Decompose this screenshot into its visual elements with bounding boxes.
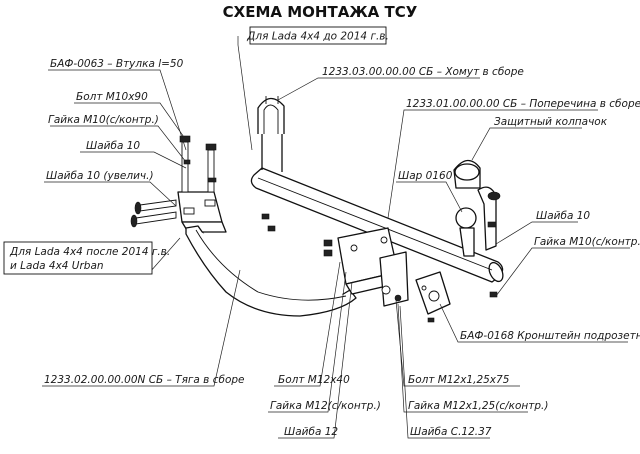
ball-part — [453, 159, 481, 257]
crossbar-part — [250, 167, 504, 283]
note-top-text: Для Lada 4x4 до 2014 г.в. — [246, 31, 389, 43]
label-nut-m10-right: Гайка М10(с/контр.) — [534, 236, 640, 248]
note-top-box: Для Lada 4x4 до 2014 г.в. — [246, 26, 389, 45]
label-rod: 1233.02.00.00.00N СБ – Тяга в сборе — [44, 374, 245, 386]
label-bolt-m10x90: Болт М10х90 — [76, 91, 148, 103]
towbar-drawing — [130, 96, 504, 323]
diagram-title: СХЕМА МОНТАЖА ТСУ — [223, 3, 418, 21]
leader-lines — [42, 36, 630, 439]
part-labels: БАФ-0063 – Втулка l=50 Болт М10х90 Гайка… — [44, 58, 640, 438]
label-washer10-left: Шайба 10 — [86, 140, 140, 152]
label-washer10-right: Шайба 10 — [536, 210, 590, 222]
left-bracket-part — [177, 191, 227, 233]
label-nut-m10-left: Гайка М10(с/контр.) — [48, 114, 159, 126]
label-bolt-m12x125: Болт М12х1,25х75 — [408, 374, 510, 386]
label-washer10-big: Шайба 10 (увелич.) — [46, 170, 154, 182]
note-left-text-1: Для Lada 4x4 после 2014 г.в. — [9, 246, 170, 258]
clamp-part — [257, 96, 285, 172]
label-baf0168: БАФ-0168 Кронштейн подрозетника — [460, 330, 640, 342]
hardware-pieces — [261, 213, 498, 323]
left-horizontal-bolts — [130, 199, 177, 228]
note-left-box: Для Lada 4x4 после 2014 г.в. и Lada 4x4 … — [3, 241, 170, 275]
label-crossbar: 1233.01.00.00.00 СБ – Поперечина в сборе — [406, 98, 640, 110]
label-nut-m12: Гайка М12(с/контр.) — [270, 400, 381, 412]
label-clamp: 1233.03.00.00.00 СБ – Хомут в сборе — [322, 66, 524, 78]
label-washer-c1237: Шайба С.12.37 — [410, 426, 492, 438]
label-cap: Защитный колпачок — [494, 116, 608, 128]
left-vertical-bolts — [179, 135, 217, 193]
label-ball: Шар 0160 — [398, 170, 453, 182]
label-washer12: Шайба 12 — [284, 426, 338, 438]
right-bracket-part — [477, 186, 501, 251]
note-left-text-2: и Lada 4x4 Urban — [10, 260, 104, 272]
label-bolt-m12x40: Болт М12х40 — [278, 374, 350, 386]
label-baf0063: БАФ-0063 – Втулка l=50 — [50, 58, 184, 70]
rod-part — [185, 225, 357, 317]
label-nut-m12x125: Гайка М12х1,25(с/контр.) — [408, 400, 549, 412]
